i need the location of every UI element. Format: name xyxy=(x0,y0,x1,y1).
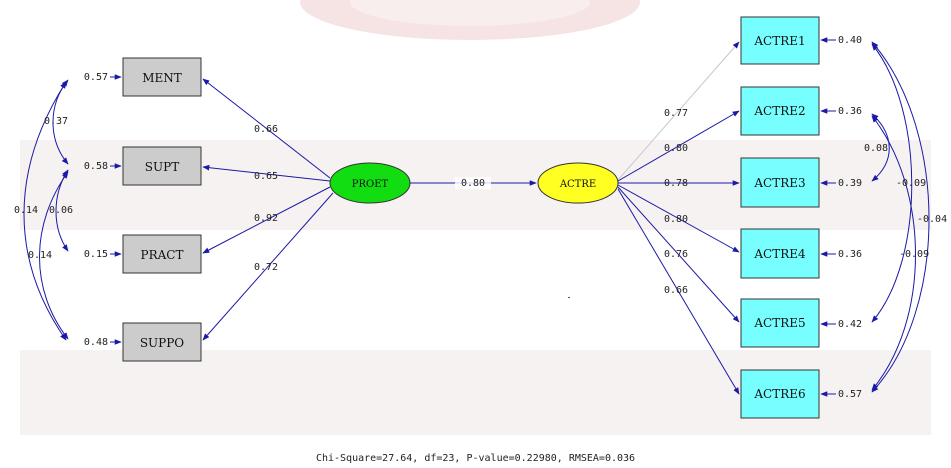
indicator-label: ACTRE3 xyxy=(753,176,805,190)
covariance-curve xyxy=(23,81,67,341)
loading-arrow xyxy=(617,188,740,395)
indicator-pract: PRACT xyxy=(122,234,202,274)
fit-statistics: Chi-Square=27.64, df=23, P-value=0.22980… xyxy=(315,453,636,464)
loading-value: 0.66 xyxy=(254,124,278,135)
error-value: 0.57 xyxy=(84,72,108,83)
covariance-value: -0.04 xyxy=(917,214,947,225)
error-value: 0.36 xyxy=(838,249,862,260)
loading-value: 0.76 xyxy=(664,249,688,260)
error-value: 0.42 xyxy=(838,319,862,330)
indicator-label: ACTRE2 xyxy=(753,104,805,118)
covariance-curve xyxy=(871,115,916,391)
latent-proet: PROET xyxy=(329,162,411,204)
indicator-label: SUPPO xyxy=(140,336,184,350)
covariance-value: 0.14 xyxy=(28,250,52,261)
loading-value: 0.92 xyxy=(254,213,278,224)
covariance-value: -0.09 xyxy=(896,178,926,189)
error-value: 0.48 xyxy=(84,337,108,348)
indicator-supt: SUPT xyxy=(122,146,202,186)
covariance-value: 0.08 xyxy=(864,143,888,154)
covariance-value: -0.09 xyxy=(899,249,929,260)
indicator-label: ACTRE6 xyxy=(753,387,805,401)
indicator-label: SUPT xyxy=(145,160,179,174)
loading-arrow xyxy=(617,184,740,253)
error-value: 0.39 xyxy=(838,178,862,189)
loading-arrow xyxy=(202,164,331,182)
covariance-value: 0.14 xyxy=(14,205,38,216)
loading-value: 0.65 xyxy=(254,171,278,182)
indicator-label: PRACT xyxy=(141,248,184,262)
indicator-label: ACTRE1 xyxy=(753,34,805,48)
loading-arrow xyxy=(617,186,740,323)
indicator-actre2: ACTRE2 xyxy=(740,86,820,136)
indicator-actre6: ACTRE6 xyxy=(740,369,820,419)
loading-arrow xyxy=(202,78,331,179)
latent-label: PROET xyxy=(352,179,389,190)
indicator-label: ACTRE5 xyxy=(753,316,805,330)
indicator-actre4: ACTRE4 xyxy=(740,228,820,279)
covariance-value: 0.37 xyxy=(44,116,68,127)
error-value: 0.58 xyxy=(84,161,108,172)
loading-value: 0.66 xyxy=(664,285,688,296)
indicator-label: MENT xyxy=(142,71,182,85)
loading-arrow xyxy=(202,192,334,341)
indicator-actre1: ACTRE1 xyxy=(740,16,820,65)
loading-arrow xyxy=(202,186,331,254)
latent-label: ACTRE xyxy=(559,179,596,190)
loading-value: 0.72 xyxy=(254,262,278,273)
loading-value: 0.80 xyxy=(664,143,688,154)
loading-value: 0.80 xyxy=(664,214,688,225)
indicator-actre5: ACTRE5 xyxy=(740,298,820,348)
error-value: 0.36 xyxy=(838,106,862,117)
loading-value: 0.78 xyxy=(664,178,688,189)
indicator-actre3: ACTRE3 xyxy=(740,157,820,208)
latent-actre: ACTRE xyxy=(537,162,619,204)
indicator-label: ACTRE4 xyxy=(753,247,806,261)
covariance-value: 0.06 xyxy=(49,205,73,216)
covariance-curve xyxy=(871,43,913,323)
covariance-curve xyxy=(871,41,930,393)
loading-arrow xyxy=(617,41,740,181)
error-value: 0.15 xyxy=(84,249,108,260)
indicator-ment: MENT xyxy=(122,57,202,97)
loading-value: 0.77 xyxy=(664,108,688,119)
loading-arrow xyxy=(617,110,740,182)
error-value: 0.57 xyxy=(838,389,862,400)
path-coefficient: 0.80 xyxy=(461,178,485,189)
indicator-suppo: SUPPO xyxy=(122,322,202,362)
covariance-curve xyxy=(39,171,69,340)
error-value: 0.40 xyxy=(838,35,862,46)
